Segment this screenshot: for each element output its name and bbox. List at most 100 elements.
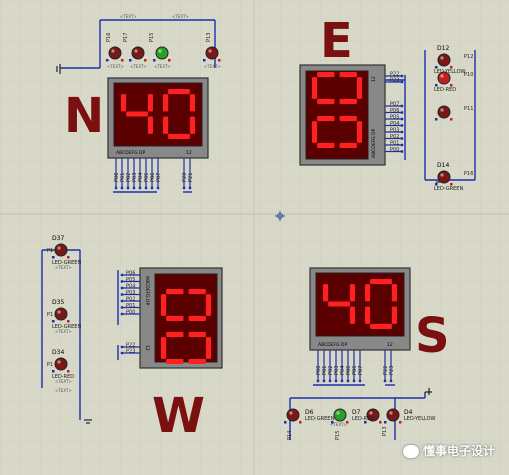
pin-label-north-bottom: P20 [182, 173, 188, 182]
east-digit-1 [312, 72, 362, 105]
segment-e [323, 306, 329, 324]
display-west-common-label: 12 [144, 345, 150, 351]
segment-b [189, 94, 195, 112]
south-led-pin: P14 [287, 431, 293, 440]
north-led-4 [203, 46, 221, 62]
display-west: ABCDEFG DP 12 [139, 267, 223, 369]
east-led-label: LED-RED [434, 87, 456, 93]
segment-c [147, 116, 153, 134]
segment-a [356, 77, 362, 99]
segment-d [328, 323, 350, 329]
segment-d [312, 77, 318, 99]
segment-c [349, 306, 355, 324]
north-digit-1 [121, 89, 153, 139]
segment-a [168, 89, 190, 95]
pin-end [400, 80, 404, 84]
segment-b [147, 94, 153, 112]
west-led-text: <TEXT> [55, 379, 72, 384]
segment-b [339, 98, 357, 105]
south-led-label: LED-GREEN [305, 416, 334, 422]
south-led-4 [384, 408, 402, 424]
segment-d [370, 323, 392, 329]
segment-f [188, 332, 206, 338]
pin-end [400, 111, 404, 114]
pin-end [352, 379, 356, 383]
segment-d [160, 294, 167, 316]
segment-a [370, 279, 392, 285]
display-north-segment-label: ABCDEFG DP [116, 150, 146, 156]
segment-b [188, 315, 206, 322]
south-led-ref: D6 [305, 409, 314, 416]
pin-label-east: P06 [390, 108, 399, 114]
direction-label-west: W [152, 388, 205, 444]
east-led-1 [435, 53, 453, 69]
pin-label-north-bottom: P07 [156, 173, 162, 182]
segment-c [391, 306, 397, 324]
west-led-3 [52, 357, 70, 373]
east-led-2 [435, 71, 453, 87]
west-led-label: LED-RED [52, 374, 74, 380]
pin-label-west: P05 [126, 277, 135, 283]
segment-d [311, 121, 318, 143]
west-digit-2 [160, 332, 211, 365]
pin-label-north-bottom: P01 [120, 173, 126, 182]
east-digit-2 [311, 116, 362, 149]
south-led-label: LED-RED [352, 416, 374, 422]
segment-d [126, 133, 148, 139]
pin-label-west: P02 [126, 297, 135, 303]
pin-label-east: P05 [390, 115, 399, 121]
west-led-text: <TEXT> [55, 329, 72, 334]
pin-label-west: P00 [126, 310, 135, 316]
pin-label-south-bottom: P06 [352, 366, 358, 375]
wires [41, 19, 476, 440]
north-led-3 [153, 46, 171, 62]
pin-end [120, 345, 124, 349]
pin-label-north-bottom: P02 [126, 173, 132, 182]
segment-a [205, 294, 211, 316]
east-led-ref: D14 [437, 162, 449, 169]
north-led-2 [129, 46, 147, 62]
pin-end [120, 312, 124, 316]
pin-label-south-bottom: P22 [383, 366, 389, 375]
pin-end [400, 130, 404, 134]
led-text-placeholder: <TEXT> [107, 64, 124, 69]
pin-label-south-bottom: P03 [334, 366, 340, 375]
display-east-common-label: 12 [371, 76, 377, 82]
segment-f [163, 94, 169, 112]
east-led-pin: P11 [464, 106, 473, 112]
segment-g [328, 301, 350, 307]
segment-g [183, 337, 189, 359]
pin-end [150, 186, 154, 190]
segment-c [317, 142, 335, 149]
origin-marker [275, 211, 285, 221]
segment-f [188, 289, 206, 295]
pin-label-north-bottom: P05 [144, 173, 150, 182]
west-led-ref: D35 [52, 299, 64, 306]
east-led-pin: P12 [464, 54, 473, 60]
pin-label-west: P04 [126, 284, 135, 290]
east-led-pin: P10 [464, 72, 473, 78]
pin-end [120, 286, 124, 290]
west-led-pin: P1 [47, 248, 53, 254]
pin-label-north-bottom: P06 [150, 173, 156, 182]
display-south-common-label: 12 [387, 342, 393, 348]
segment-g [183, 294, 189, 316]
south-led-ref: D7 [352, 409, 361, 416]
pin-end [400, 124, 404, 127]
segment-a [205, 337, 211, 359]
south-led-2 [331, 408, 349, 424]
west-led-text: <TEXT> [55, 388, 72, 393]
led-text-placeholder: <TEXT> [154, 64, 171, 69]
pin-end [120, 306, 124, 309]
segment-e [365, 306, 371, 324]
south-led-label: LED-YELLOW [404, 416, 436, 422]
pin-label-east: P07 [390, 102, 399, 108]
west-led-2 [52, 307, 70, 323]
pin-label-east: P23 [390, 78, 399, 84]
wechat-icon [402, 445, 419, 458]
north-leds: <TEXT><TEXT><TEXT><TEXT><TEXT><TEXT> [106, 14, 221, 69]
south-digit-1 [323, 279, 355, 329]
south-led-pin: P15 [335, 431, 341, 440]
pin-label-north-top: P16 [106, 33, 112, 42]
